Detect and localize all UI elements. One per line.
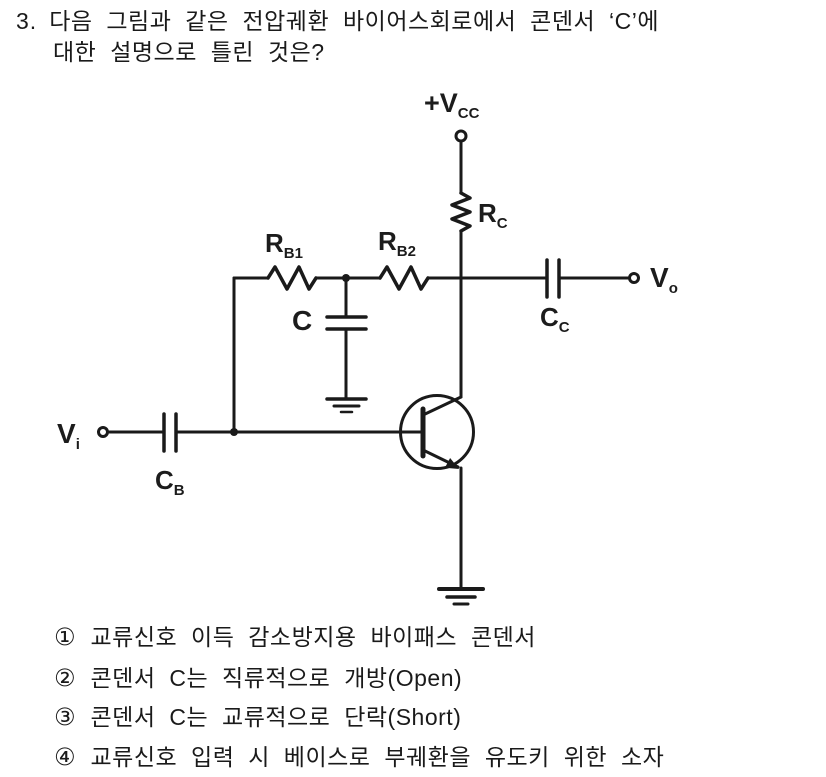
resistor-rb1: [266, 265, 318, 291]
label-rb1: RB1: [265, 228, 303, 262]
label-rc: RC: [478, 198, 508, 232]
label-rb2: RB2: [378, 226, 416, 260]
choice-3-marker: ③: [54, 704, 76, 731]
choice-4-text: 교류신호 입력 시 베이스로 부궤환을 유도키 위한 소자: [90, 744, 665, 770]
label-c: C: [292, 305, 313, 336]
label-vo: Vo: [650, 262, 678, 297]
choice-4-marker: ④: [54, 744, 76, 771]
choice-2-marker: ②: [54, 665, 76, 692]
question-text-1: 다음 그림과 같은 전압궤환 바이어스회로에서 콘덴서 ‘C’에: [49, 8, 660, 34]
resistor-rb2: [378, 265, 430, 291]
resistor-rc: [450, 191, 472, 233]
question-line-2: 대한 설명으로 틀린 것은?: [53, 39, 325, 66]
choice-3-text: 콘덴서 C는 교류적으로 단락(Short): [90, 704, 462, 730]
choice-2: ② 콘덴서 C는 직류적으로 개방(Open): [54, 665, 462, 692]
label-cc: CC: [540, 302, 570, 336]
choice-1-marker: ①: [54, 624, 76, 651]
question-text-2: 대한 설명으로 틀린 것은?: [53, 39, 325, 65]
choice-1-text: 교류신호 이득 감소방지용 바이패스 콘덴서: [90, 624, 536, 650]
ground-symbol-emitter: [437, 587, 485, 606]
terminal-vi: [97, 426, 109, 438]
choice-2-text: 콘덴서 C는 직류적으로 개방(Open): [90, 665, 463, 691]
transistor-npn: [399, 394, 475, 470]
ground-symbol-c: [325, 397, 368, 414]
question-line-1: 3. 다음 그림과 같은 전압궤환 바이어스회로에서 콘덴서 ‘C’에: [16, 8, 659, 35]
terminal-vo: [628, 272, 640, 284]
emitter-arrow: [444, 458, 459, 469]
label-vcc: +VCC: [424, 88, 480, 122]
choice-3: ③ 콘덴서 C는 교류적으로 단락(Short): [54, 704, 461, 731]
label-cb: CB: [155, 465, 185, 499]
choice-1: ① 교류신호 이득 감소방지용 바이패스 콘덴서: [54, 624, 536, 651]
label-vi: Vi: [57, 418, 80, 453]
question-number: 3.: [16, 8, 38, 34]
choice-4: ④ 교류신호 입력 시 베이스로 부궤환을 유도키 위한 소자: [54, 744, 664, 771]
